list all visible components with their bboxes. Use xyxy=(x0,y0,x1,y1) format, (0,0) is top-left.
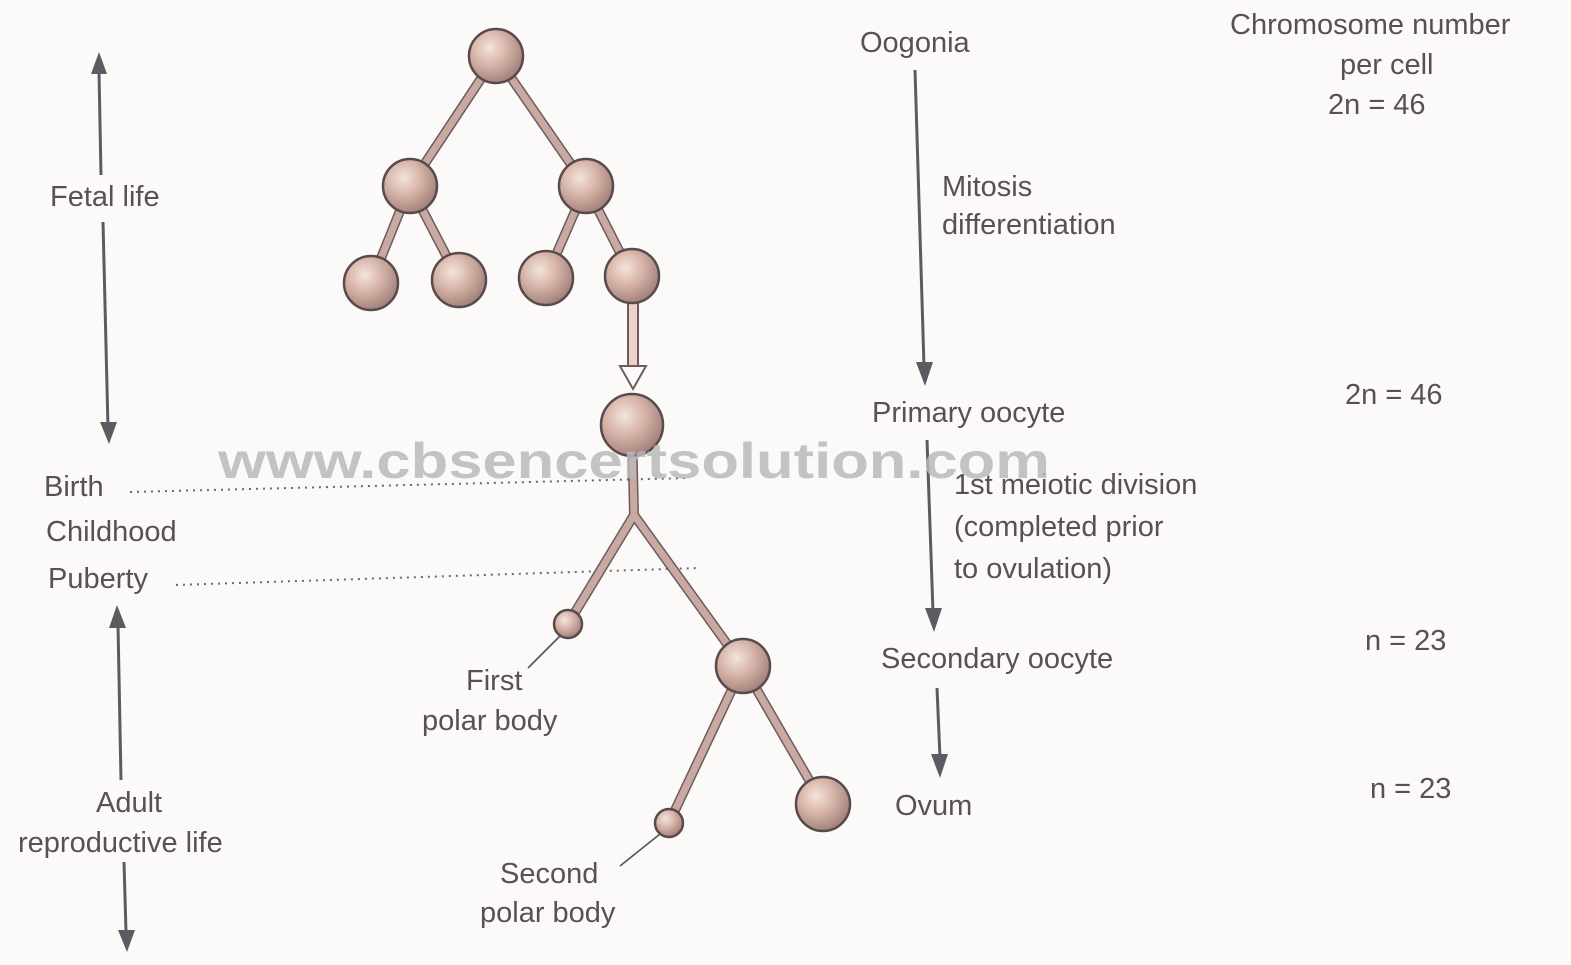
watermark-text: www.cbsencertsolution.com xyxy=(217,433,1050,489)
oogonium-cell xyxy=(467,27,525,85)
second-polar-body-cell xyxy=(653,807,685,839)
chromosome-column: Chromosome number per cell 2n = 46 2n = … xyxy=(1230,9,1511,805)
oogonium-cell xyxy=(342,254,400,312)
chromosome-oogonia-value: 2n = 46 xyxy=(1328,89,1426,121)
childhood-label: Childhood xyxy=(46,516,177,548)
oogonium-cell xyxy=(557,157,615,215)
first-polar-body-cell xyxy=(552,608,584,640)
timeline: Fetal life Birth Childhood Puberty Adult… xyxy=(18,52,699,952)
puberty-dotted-line xyxy=(175,567,699,586)
oogonium-cell xyxy=(381,157,439,215)
first-polar-body-leader xyxy=(527,635,561,669)
first-polar-body-label-line2: polar body xyxy=(422,705,558,737)
secondary-oocyte-label: Secondary oocyte xyxy=(881,643,1113,675)
adult-label-line2: reproductive life xyxy=(18,827,223,859)
birth-label: Birth xyxy=(44,471,104,503)
oogonium-cell xyxy=(603,247,661,305)
chromosome-secondary-value: n = 23 xyxy=(1365,625,1446,657)
meiosis-label-line2: (completed prior xyxy=(954,511,1164,543)
mitosis-label-line1: Mitosis xyxy=(942,171,1032,203)
chromosome-header-line1: Chromosome number xyxy=(1230,9,1511,41)
birth-dotted-line xyxy=(129,477,691,493)
first-polar-body-label-line1: First xyxy=(466,665,522,697)
adult-life-arrow xyxy=(109,605,135,952)
differentiation-arrow xyxy=(618,299,648,392)
oogonia-label: Oogonia xyxy=(860,27,971,59)
puberty-label: Puberty xyxy=(48,563,148,595)
chromosome-ovum-value: n = 23 xyxy=(1370,773,1451,805)
primary-oocyte-label: Primary oocyte xyxy=(872,397,1065,429)
chromosome-header-line2: per cell xyxy=(1340,49,1434,81)
second-polar-body-leader xyxy=(619,833,661,867)
adult-label-line1: Adult xyxy=(96,787,162,819)
secondary-oocyte-cell xyxy=(714,637,772,695)
second-polar-body-label-line2: polar body xyxy=(480,897,616,929)
cell-tree: First polar body Second polar body xyxy=(342,27,852,929)
mitosis-arrow xyxy=(913,69,933,386)
meiosis-label-line1: 1st meiotic division xyxy=(954,469,1197,501)
oogonium-cell xyxy=(430,251,488,309)
second-polar-body-label-line1: Second xyxy=(500,858,598,890)
fetal-life-arrow xyxy=(91,52,117,444)
chromosome-primary-value: 2n = 46 xyxy=(1345,379,1443,411)
mitosis-label-line2: differentiation xyxy=(942,209,1116,241)
ovulation-arrow xyxy=(931,687,948,778)
meiosis-arrow xyxy=(925,439,942,632)
oogonium-cell xyxy=(517,249,575,307)
ovum-cell xyxy=(794,775,852,833)
primary-oocyte-cell xyxy=(599,392,665,458)
ovum-label: Ovum xyxy=(895,790,972,822)
stage-column: Oogonia Mitosis differentiation Primary … xyxy=(860,27,1197,822)
fetal-life-label: Fetal life xyxy=(50,181,160,213)
meiosis-label-line3: to ovulation) xyxy=(954,553,1112,585)
